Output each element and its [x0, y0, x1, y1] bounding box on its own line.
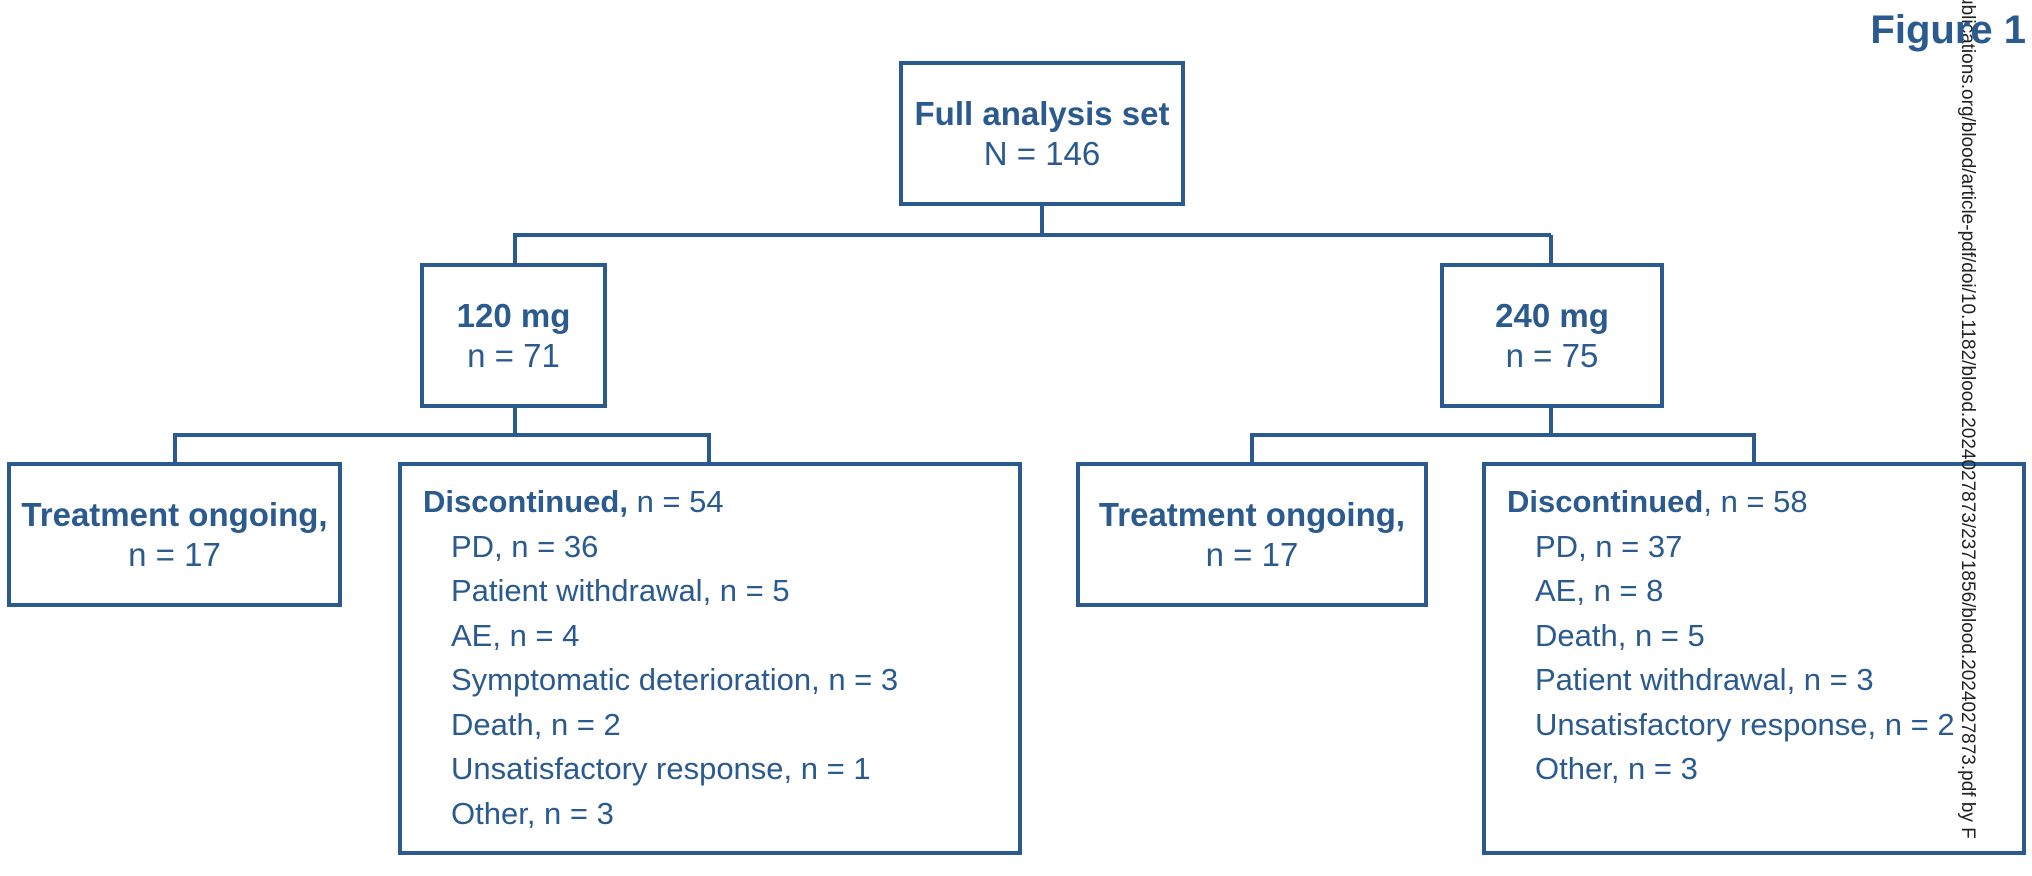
download-watermark: ublications.org/blood/article-pdf/doi/10… — [1958, 0, 1978, 876]
arm-120mg-count: n = 71 — [467, 336, 560, 374]
reason-240-patient-withdrawal: Patient withdrawal, n = 3 — [1535, 662, 1874, 697]
reason-240-other: Other, n = 3 — [1535, 751, 1698, 786]
arm-120mg-box: 120 mg n = 71 — [420, 263, 607, 408]
reason-120-unsatisfactory-response: Unsatisfactory response, n = 1 — [451, 751, 871, 786]
root-count: N = 146 — [983, 134, 1101, 172]
reason-120-patient-withdrawal: Patient withdrawal, n = 5 — [451, 573, 790, 608]
discontinued-120-count: n = 54 — [627, 484, 724, 519]
reason-120-ae: AE, n = 4 — [451, 617, 580, 653]
reason-120-death: Death, n = 2 — [451, 706, 621, 742]
arm-120mg-title: 120 mg — [456, 296, 571, 334]
discontinued-240-count: , n = 58 — [1703, 484, 1808, 519]
reason-240-unsatisfactory-response: Unsatisfactory response, n = 2 — [1535, 706, 1955, 742]
reason-240-pd: PD, n = 37 — [1535, 528, 1683, 564]
reason-120-other: Other, n = 3 — [451, 795, 614, 831]
root-title: Full analysis set — [914, 94, 1170, 132]
ongoing-240-count: n = 17 — [1205, 535, 1299, 573]
discontinued-240-heading: Discontinued, n = 58 — [1507, 480, 2022, 525]
ongoing-120-title: Treatment ongoing, — [21, 495, 328, 533]
ongoing-120-count: n = 17 — [128, 535, 221, 573]
discontinued-120-heading: Discontinued, n = 54 — [423, 480, 1018, 525]
discontinued-240-box: Discontinued, n = 58 PD, n = 37 AE, n = … — [1482, 462, 2026, 855]
ongoing-240-title: Treatment ongoing, — [1098, 495, 1406, 533]
arm-240mg-title: 240 mg — [1495, 296, 1609, 334]
treatment-ongoing-240-box: Treatment ongoing, n = 17 — [1076, 462, 1428, 607]
reason-120-pd: PD, n = 36 — [451, 528, 599, 564]
arm-240mg-box: 240 mg n = 75 — [1440, 263, 1664, 408]
reason-120-symptomatic-deterioration: Symptomatic deterioration, n = 3 — [451, 662, 899, 697]
treatment-ongoing-120-box: Treatment ongoing, n = 17 — [7, 462, 342, 607]
discontinued-120-box: Discontinued, n = 54 PD, n = 36 Patient … — [398, 462, 1022, 855]
discontinued-120-label: Discontinued, — [423, 484, 628, 519]
figure-label: Figure 1 — [1870, 8, 2026, 52]
discontinued-240-label: Discontinued — [1507, 484, 1704, 519]
arm-240mg-count: n = 75 — [1505, 336, 1599, 374]
watermark-text: ublications.org/blood/article-pdf/doi/10… — [1958, 0, 1978, 839]
full-analysis-set-box: Full analysis set N = 146 — [899, 61, 1185, 206]
reason-240-ae: AE, n = 8 — [1535, 573, 1664, 608]
reason-240-death: Death, n = 5 — [1535, 617, 1705, 653]
